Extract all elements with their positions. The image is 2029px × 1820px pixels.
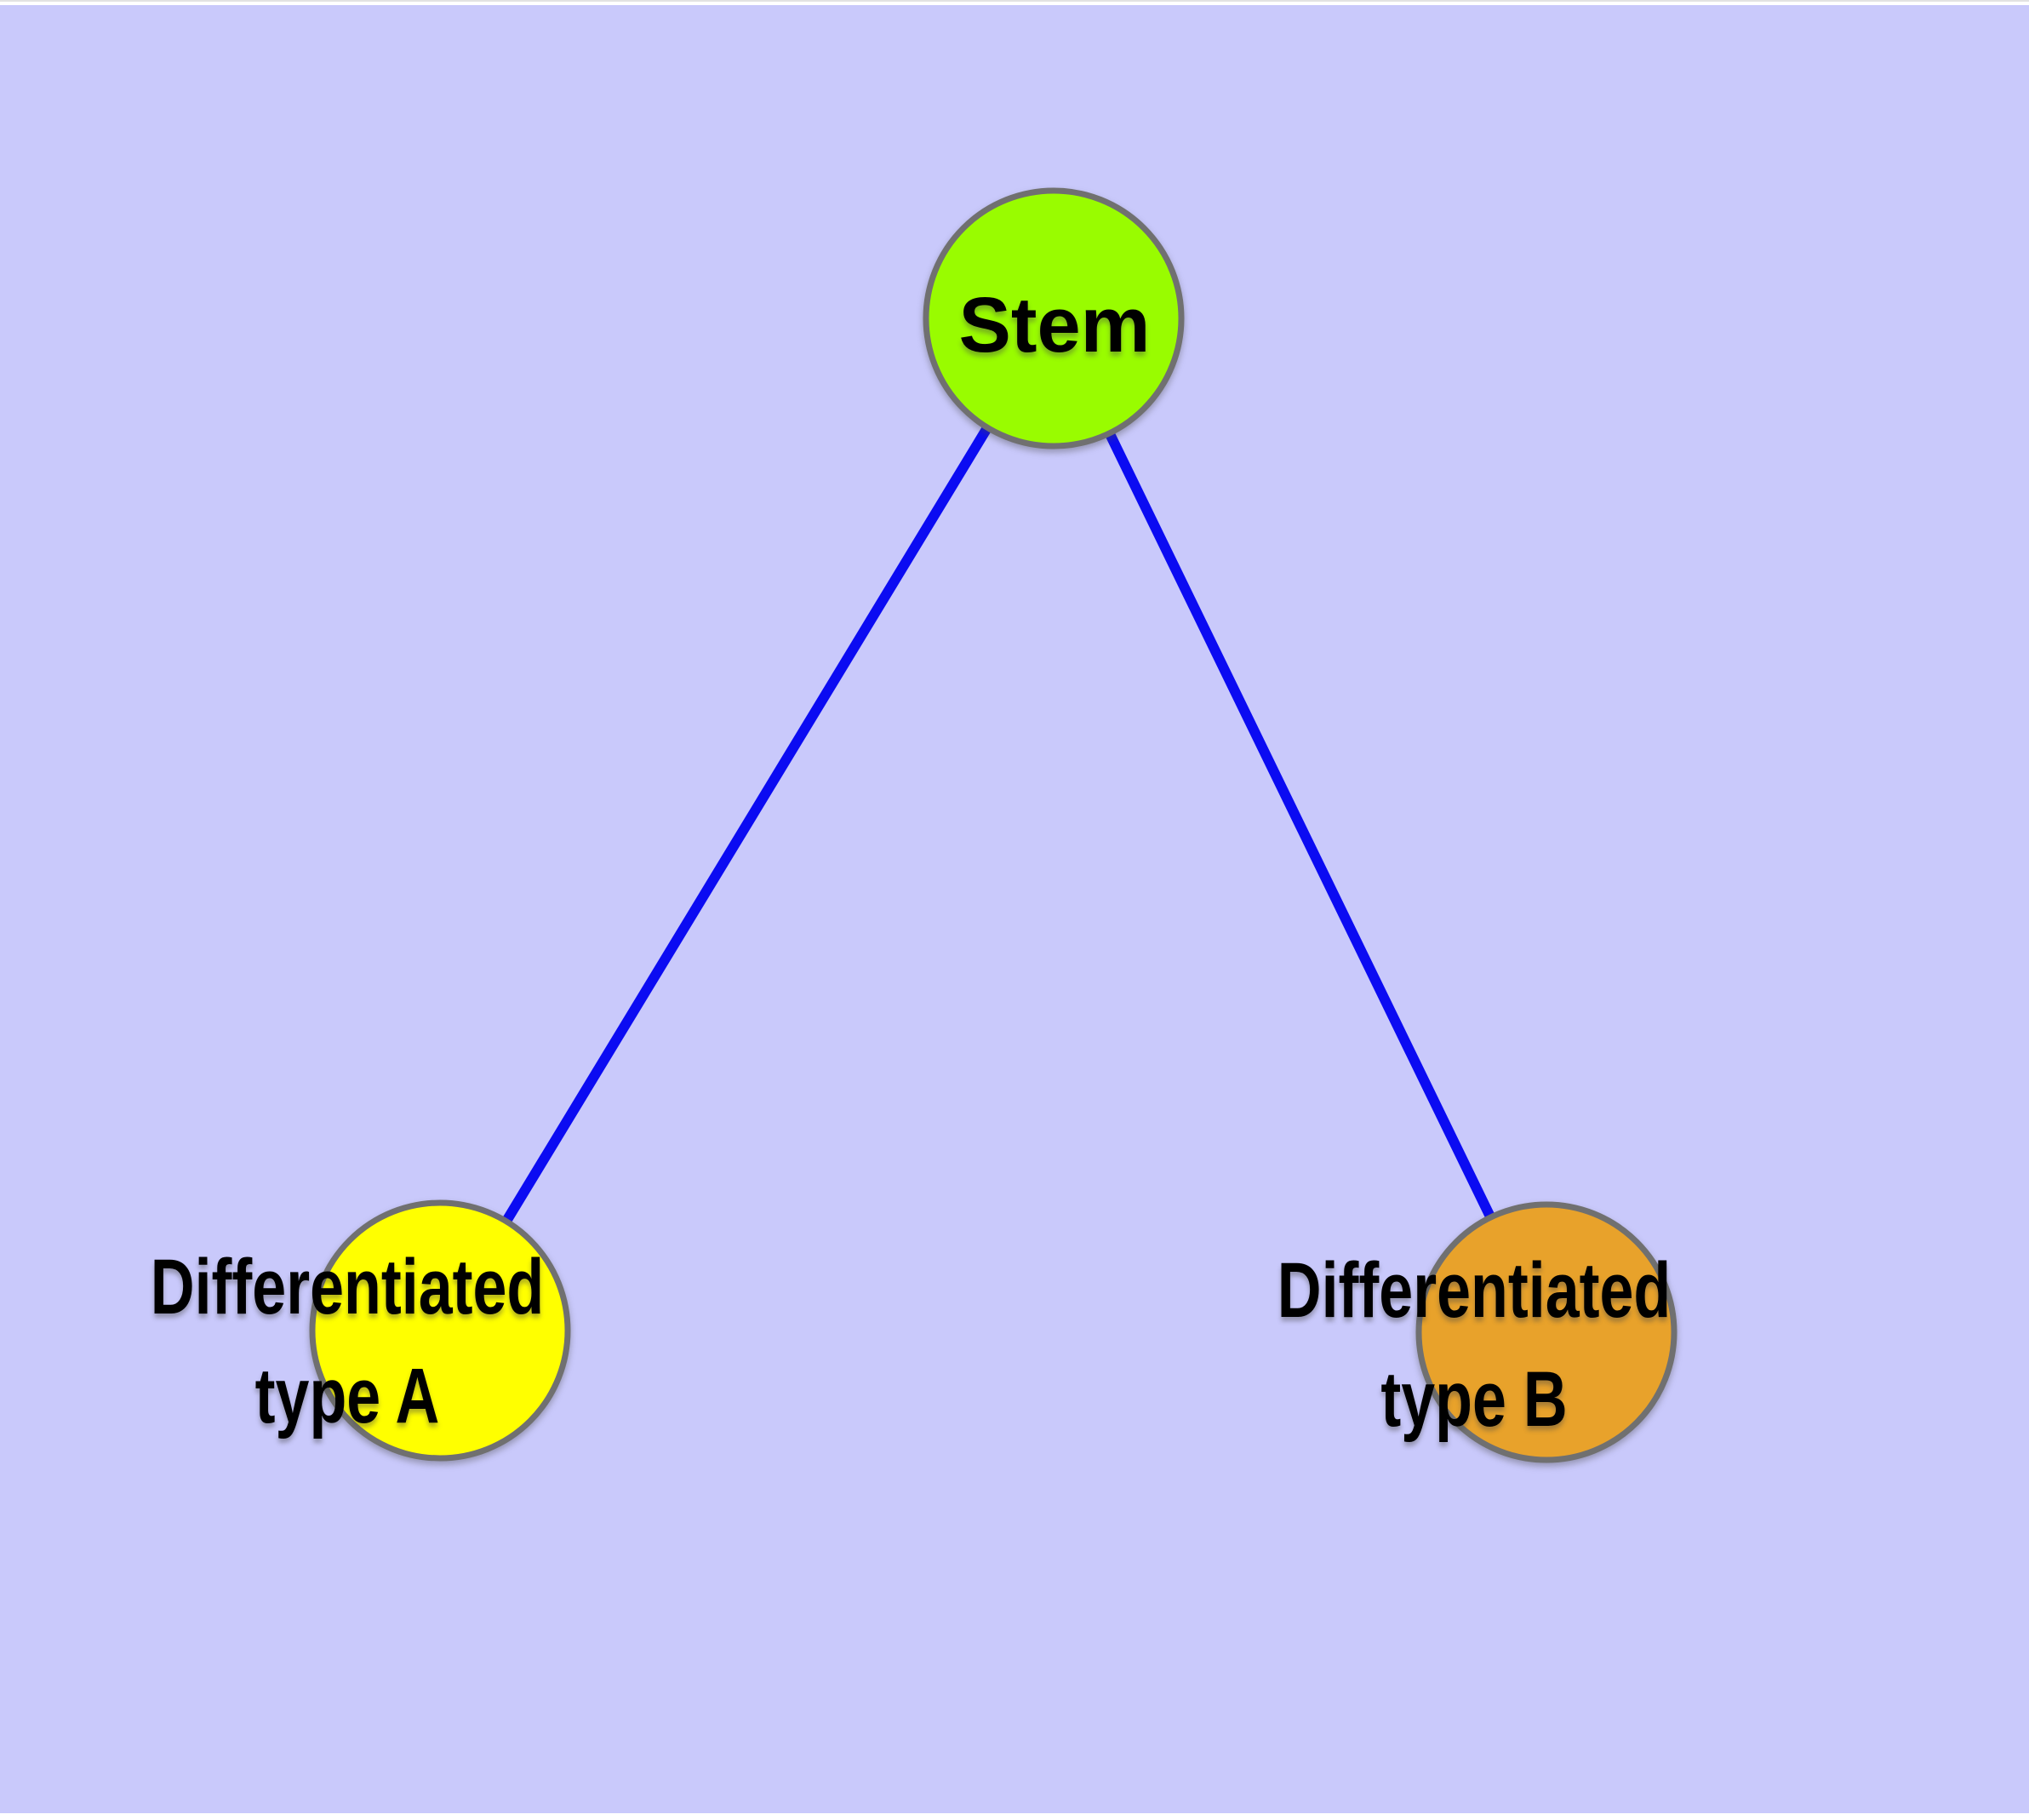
stem-node[interactable] xyxy=(923,187,1185,449)
edge-stem-to-type-b xyxy=(1049,316,1552,1335)
edge-stem-to-type-a xyxy=(435,315,1059,1334)
differentiated-type-a-node[interactable] xyxy=(309,1199,571,1462)
diagram-canvas: Stem Differentiated type A Differentiate… xyxy=(0,5,2029,1813)
differentiated-type-b-node[interactable] xyxy=(1415,1201,1677,1463)
graph-svg xyxy=(0,5,2029,1813)
